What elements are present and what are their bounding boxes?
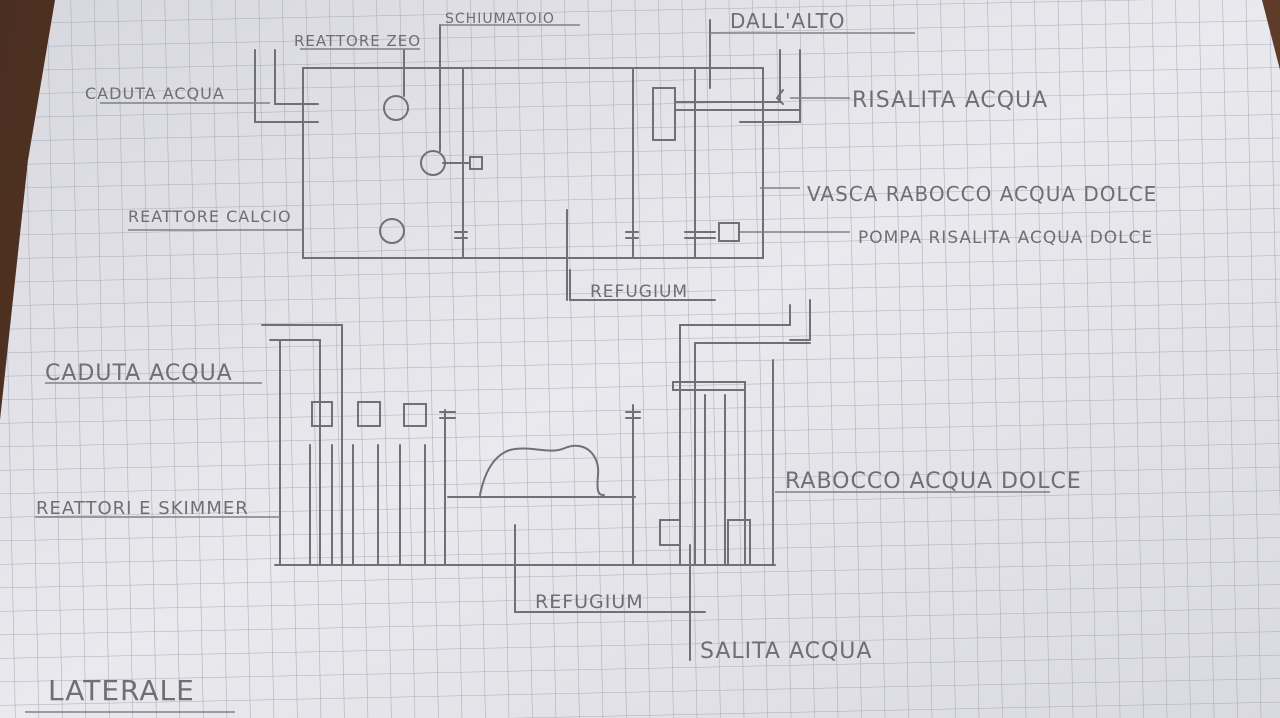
side-view-drawing — [261, 299, 811, 661]
label-reattore-zeo: REATTORE ZEO — [294, 32, 421, 50]
label-caduta-acqua-top: CADUTA ACQUA — [85, 84, 225, 103]
label-risalita-acqua: RISALITA ACQUA — [852, 88, 1048, 113]
label-schiumatoio: SCHIUMATOIO — [445, 11, 555, 27]
label-reattori-skimmer: REATTORI E SKIMMER — [36, 498, 249, 519]
top-view-leader-lines — [100, 24, 915, 233]
label-caduta-acqua-side: CADUTA ACQUA — [45, 361, 233, 386]
label-vasca-rabocco: VASCA RABOCCO ACQUA DOLCE — [807, 182, 1157, 206]
side-view-leader-lines — [25, 382, 1050, 713]
macroalgae-sketch — [479, 445, 605, 496]
calcium-reactor-circle — [379, 218, 405, 244]
label-rabocco-acqua-dolce: RABOCCO ACQUA DOLCE — [785, 469, 1082, 494]
reactor-columns — [309, 401, 427, 566]
label-laterale: LATERALE — [48, 674, 195, 707]
label-salita-acqua: SALITA ACQUA — [700, 639, 872, 664]
label-refugium-side: REFUGIUM — [535, 591, 644, 613]
zeo-reactor-circle — [383, 95, 409, 121]
label-dall-alto: DALL'ALTO — [730, 9, 846, 33]
top-view-drawing — [254, 19, 801, 301]
label-pompa-risalita: POMPA RISALITA ACQUA DOLCE — [858, 228, 1153, 248]
sump-top-outline — [302, 67, 764, 259]
label-reattore-calcio: REATTORE CALCIO — [128, 207, 292, 226]
label-refugium-top: REFUGIUM — [590, 282, 688, 302]
